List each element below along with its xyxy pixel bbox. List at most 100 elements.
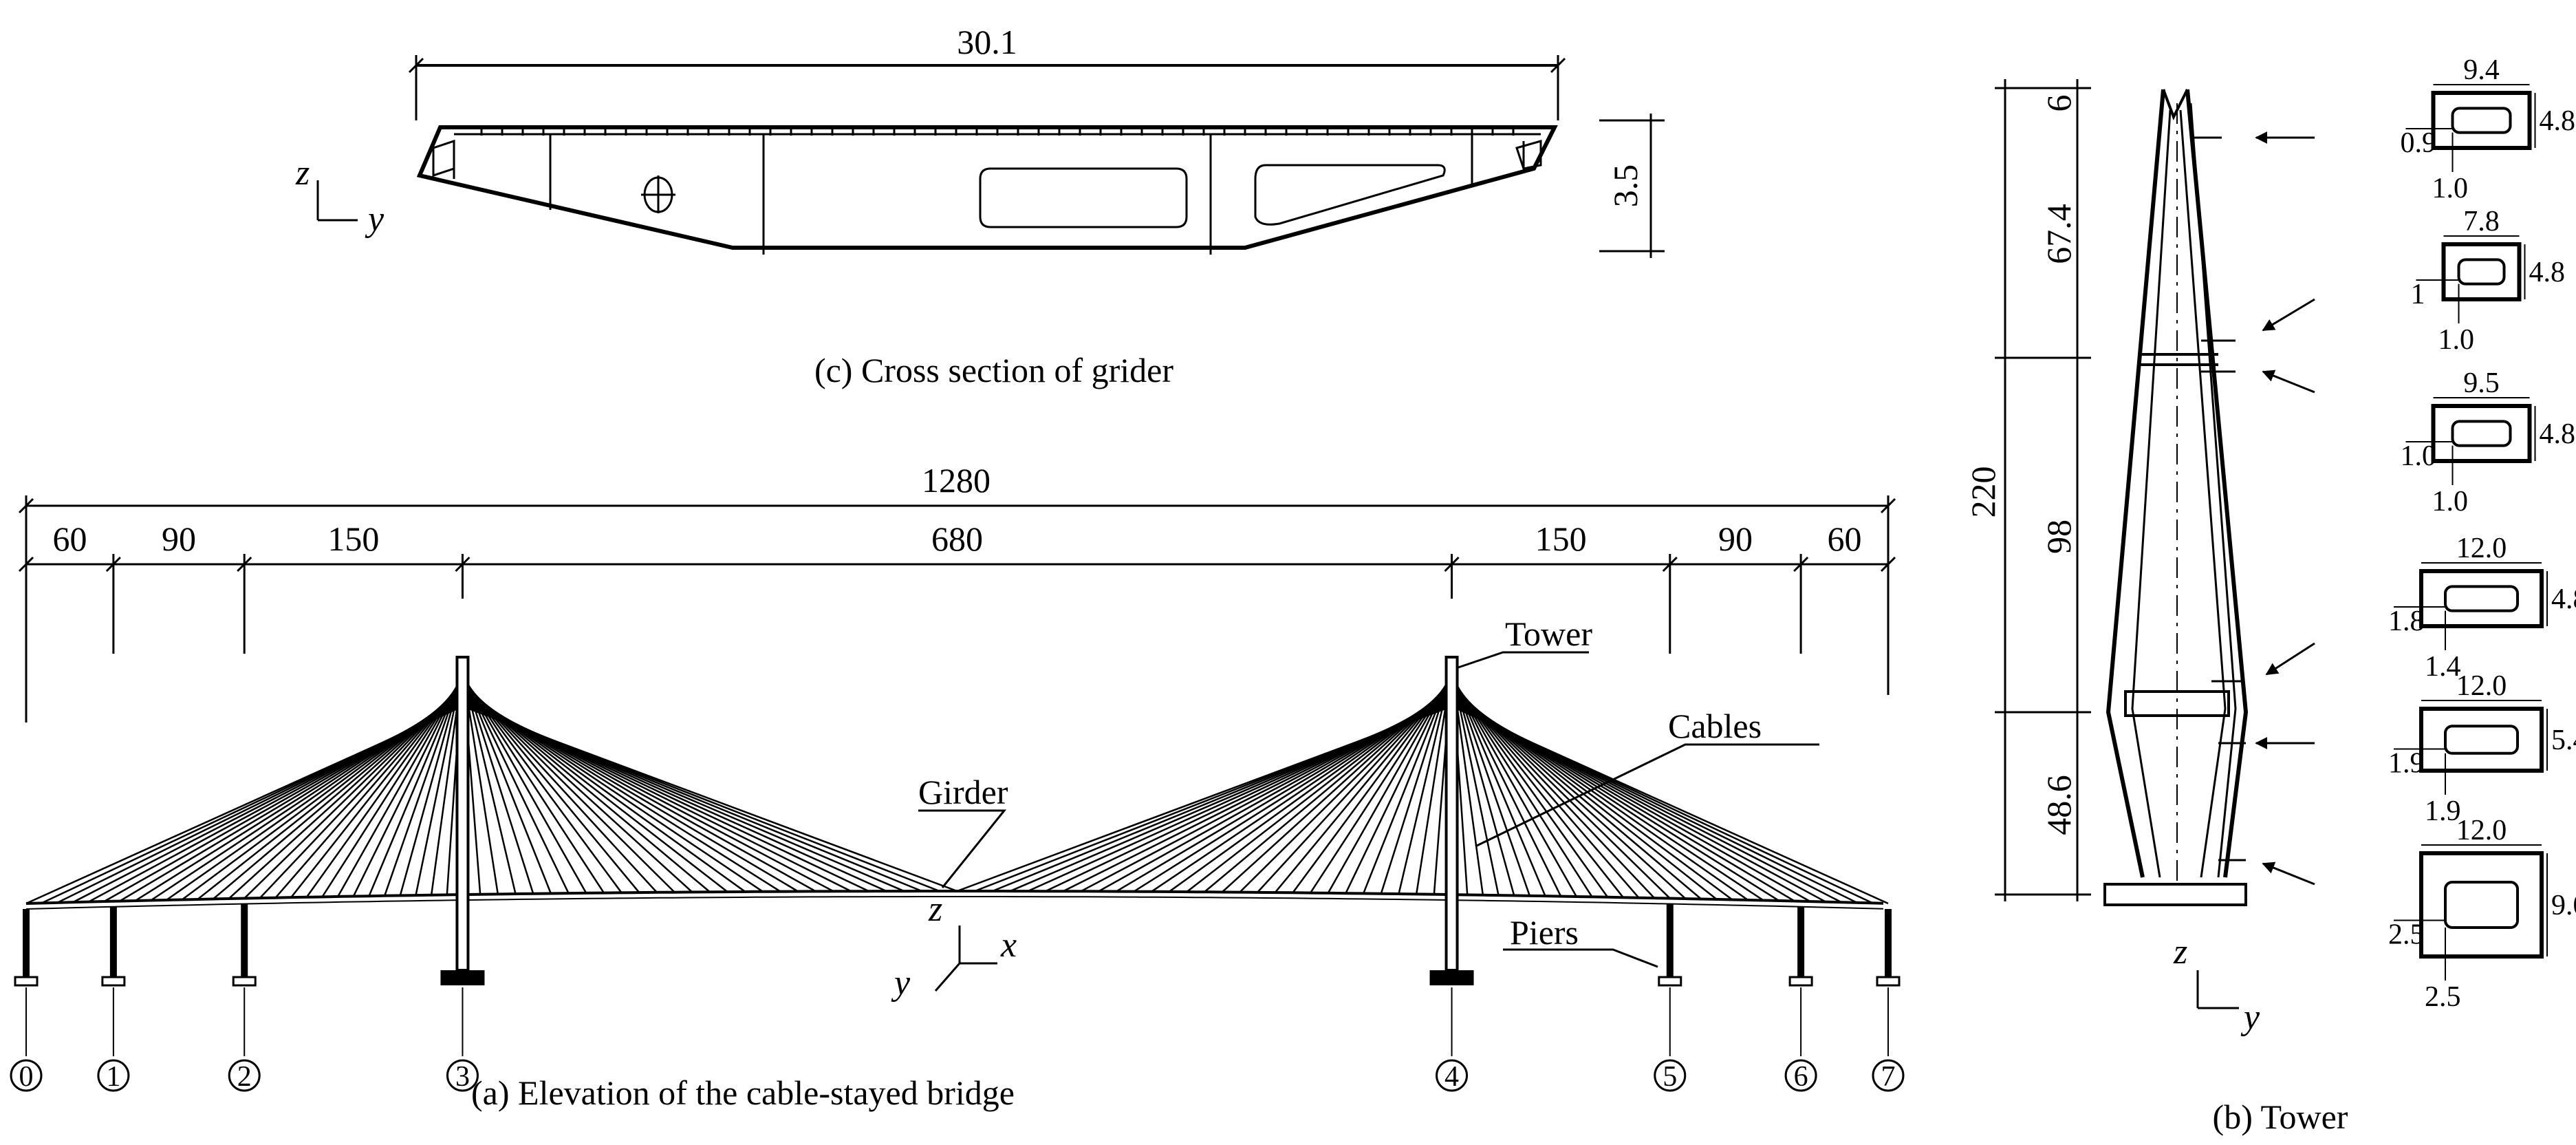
stay-cable	[462, 705, 957, 892]
section-left-cover: 2.5	[2388, 919, 2425, 951]
tower-cross-sections: 9.44.80.91.07.84.811.09.54.81.01.012.04.…	[2388, 54, 2576, 1013]
section-outline	[2419, 569, 2544, 628]
tower-section-1: 9.4 4.8 0.9 1.0	[2401, 54, 2576, 204]
section-void	[2457, 258, 2506, 286]
section-height: 4.8	[2551, 584, 2576, 615]
span-tick-slash	[237, 556, 252, 572]
elevation-total-span: 1280	[922, 461, 991, 500]
elevation-axes	[934, 925, 997, 992]
tower-elevation	[1995, 79, 2315, 1009]
section-left-cover: 1.8	[2388, 606, 2425, 637]
tower-shaft	[1444, 656, 1459, 972]
tower-segment-upper: 67.4	[2039, 204, 2078, 264]
pier-number-circle	[97, 1059, 130, 1092]
pier-number: 7	[1881, 1061, 1896, 1093]
section-void	[2444, 725, 2519, 755]
section-height: 4.8	[2540, 418, 2576, 450]
section-outline	[2431, 404, 2532, 463]
elevation-span-dimension	[18, 554, 1896, 654]
pier-number-circle	[228, 1059, 261, 1092]
girder-caption: (c) Cross section of grider	[814, 351, 1173, 389]
girder-axis-y: y	[365, 200, 385, 239]
tower-section-3: 9.54.81.01.0	[2401, 367, 2576, 517]
tower-shaft	[455, 656, 470, 972]
girder-line-lower	[25, 896, 1884, 910]
section-void	[2451, 420, 2512, 447]
girder-stud-marks	[480, 127, 1515, 136]
pier-cap	[14, 976, 39, 987]
pier-number: 6	[1794, 1061, 1808, 1093]
tower-section-6: 12.09.02.52.5	[2388, 815, 2576, 1013]
tower-caption: (b) Tower	[2213, 1098, 2348, 1136]
elevation-leaders	[918, 651, 1819, 968]
tower-segment-lower: 48.6	[2039, 775, 2078, 835]
pier-cap	[101, 976, 126, 987]
pier-cap	[232, 976, 257, 987]
section-outline	[2419, 851, 2544, 959]
pier-number-circle	[1872, 1059, 1905, 1092]
bridge-girder	[25, 890, 1884, 910]
pier-number-circle	[1784, 1059, 1817, 1092]
section-outline	[2431, 91, 2532, 150]
section-width: 9.4	[2463, 54, 2500, 86]
section-void	[2451, 107, 2512, 134]
pier-number-circle	[1436, 1059, 1469, 1092]
bridge-towers	[440, 656, 1474, 985]
stay-cable	[1451, 705, 1889, 905]
elevation-caption: (a) Elevation of the cable-stayed bridge	[471, 1073, 1015, 1112]
pier-number: 2	[237, 1061, 252, 1093]
section-bottom-cover: 1.0	[2438, 324, 2475, 356]
elevation-axis-z: z	[928, 890, 942, 929]
bridge-piers: 0 1 2 3 4 5 6 7	[10, 903, 1905, 1093]
section-left-cover: 0.9	[2401, 127, 2437, 159]
section-width: 12.0	[2456, 533, 2507, 564]
tower-footing	[1429, 970, 1474, 985]
section-void	[2444, 881, 2519, 929]
tower-section-4: 12.0 4.8 1.81.4	[2388, 533, 2576, 683]
stay-cable	[957, 705, 1452, 892]
tower-footing	[440, 970, 485, 985]
pier-number-circle	[1654, 1059, 1687, 1092]
span-tick-slash	[105, 556, 121, 572]
span-length-label: 60	[1828, 520, 1862, 558]
section-height: 4.8	[2540, 105, 2576, 137]
section-height: 9.0	[2551, 890, 2576, 921]
section-outline	[2419, 707, 2544, 773]
pier-shaft	[1666, 903, 1674, 977]
section-bottom-cover: 1.0	[2432, 173, 2469, 204]
span-tick-slash	[1793, 556, 1809, 572]
pier-number: 4	[1444, 1061, 1459, 1093]
span-tick-slash	[1444, 556, 1460, 572]
girder-width-label: 30.1	[957, 23, 1017, 61]
section-void	[2444, 585, 2519, 612]
stay-cables	[25, 665, 1889, 905]
section-width: 7.8	[2463, 206, 2500, 237]
pier-number: 3	[455, 1061, 470, 1093]
elevation-axis-y: y	[891, 963, 911, 1003]
pier-number: 1	[106, 1061, 120, 1093]
span-length-label: 60	[52, 520, 87, 558]
girder-cross-section	[316, 55, 1665, 258]
pier-number: 0	[19, 1061, 34, 1093]
pier-shaft	[1797, 906, 1805, 977]
section-width: 12.0	[2456, 670, 2507, 702]
pier-number-circle	[10, 1059, 43, 1092]
pier-shaft	[241, 903, 248, 977]
span-tick-slash	[455, 556, 470, 572]
pier-shaft	[23, 909, 30, 977]
label-tower: Tower	[1505, 614, 1592, 653]
pier-cap	[1876, 976, 1901, 987]
tower-total-height: 220	[1964, 467, 2002, 518]
span-tick-slash	[1880, 556, 1896, 572]
span-length-label: 90	[162, 520, 196, 558]
stay-cable	[25, 705, 463, 905]
section-height: 4.8	[2529, 257, 2566, 288]
section-bottom-cover: 1.4	[2425, 651, 2461, 683]
span-length-label: 150	[1535, 520, 1587, 558]
section-bottom-cover: 1.9	[2425, 795, 2461, 827]
tower-section-2: 7.84.811.0	[2411, 206, 2566, 356]
span-tick-slash	[18, 556, 34, 572]
pier-number: 5	[1663, 1061, 1677, 1093]
span-length-label: 90	[1718, 520, 1753, 558]
